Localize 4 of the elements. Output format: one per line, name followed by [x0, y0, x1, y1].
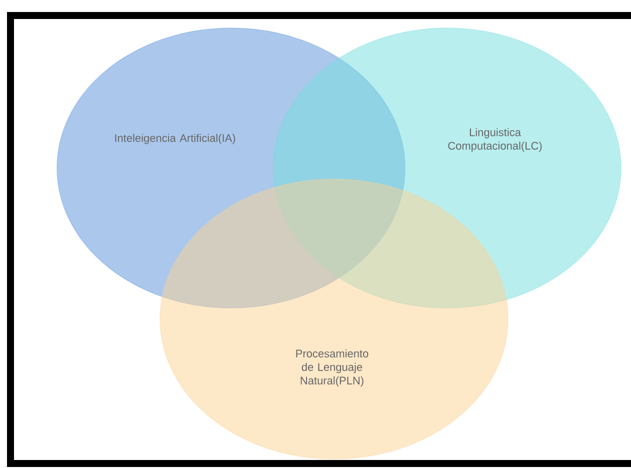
circle-label: Linguistica Computacional(LC) [448, 128, 542, 152]
venn-circle [160, 178, 508, 460]
circle-label: Inteleigencia Artificial(IA) [115, 134, 236, 144]
circle-label: Procesamiento de Lenguaje Natural(PLN) [296, 349, 368, 387]
